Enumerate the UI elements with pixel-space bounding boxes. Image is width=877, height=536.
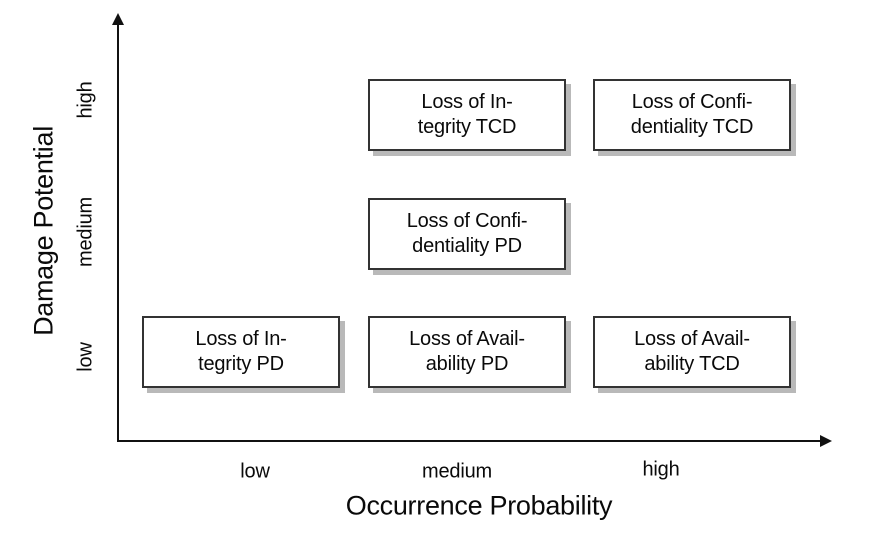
risk-box-loss-of-availability-pd: Loss of Avail-ability PD <box>368 316 566 388</box>
y-tick-label-medium: medium <box>74 197 97 267</box>
x-tick-label-low: low <box>240 460 270 483</box>
risk-box-label-line: Loss of Confi- <box>406 210 528 232</box>
y-tick-label-high: high <box>74 81 97 119</box>
x-axis-title: Occurrence Probability <box>345 490 613 521</box>
x-tick-label-medium: medium <box>422 460 492 483</box>
risk-box-label-line: tegrity TCD <box>417 116 517 138</box>
risk-box-loss-of-confidentiality-tcd: Loss of Confi-dentiality TCD <box>593 79 791 151</box>
risk-box-loss-of-confidentiality-pd: Loss of Confi-dentiality PD <box>368 198 566 270</box>
y-tick-label-low: low <box>74 342 97 372</box>
risk-box-loss-of-integrity-pd: Loss of In-tegrity PD <box>142 316 340 388</box>
y-axis-line <box>117 22 119 442</box>
risk-box-label-line: tegrity PD <box>198 353 284 375</box>
risk-box-loss-of-availability-tcd: Loss of Avail-ability TCD <box>593 316 791 388</box>
risk-box-label-line: Loss of Confi- <box>631 91 753 113</box>
risk-box-label-line: Loss of Avail- <box>409 328 525 350</box>
risk-box-label-line: dentiality TCD <box>630 116 754 138</box>
risk-box-label-line: ability TCD <box>644 353 740 375</box>
risk-box-label-line: dentiality PD <box>412 235 522 257</box>
x-tick-label-high: high <box>642 458 680 481</box>
y-axis-title: Damage Potential <box>28 126 59 336</box>
x-axis-arrow-icon <box>820 435 832 447</box>
risk-box-label-line: Loss of In- <box>195 328 287 350</box>
risk-box-label-line: ability PD <box>425 353 509 375</box>
risk-box-label-line: Loss of Avail- <box>634 328 750 350</box>
y-axis-arrow-icon <box>112 13 124 25</box>
x-axis-line <box>117 440 821 442</box>
risk-box-label-line: Loss of In- <box>421 91 513 113</box>
risk-box-loss-of-integrity-tcd: Loss of In-tegrity TCD <box>368 79 566 151</box>
